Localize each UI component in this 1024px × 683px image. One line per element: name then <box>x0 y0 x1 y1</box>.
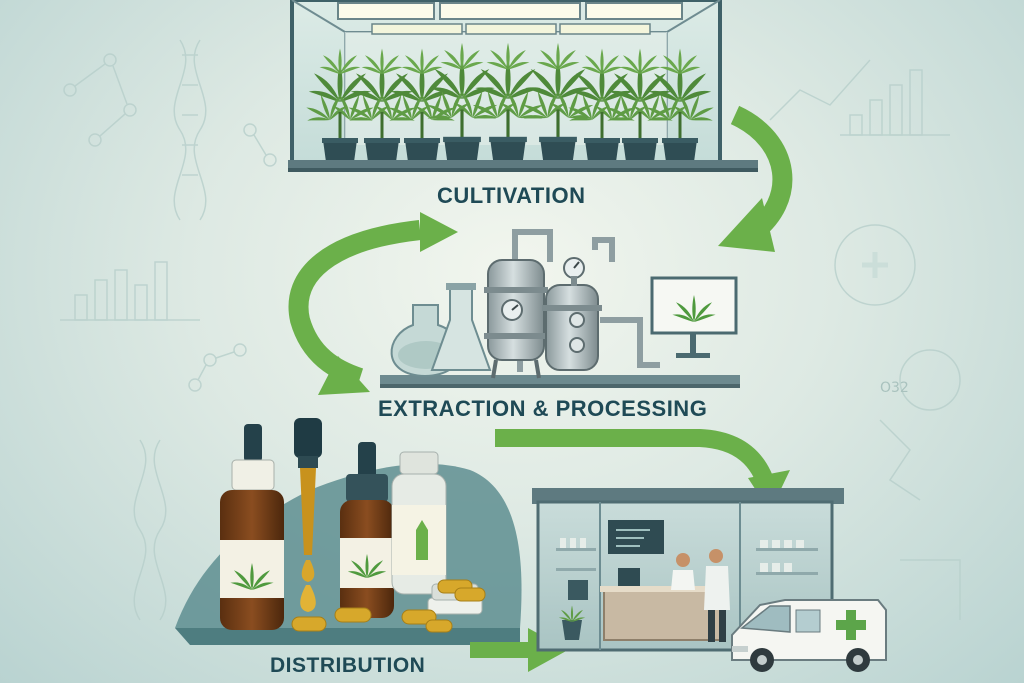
potted-plant <box>558 605 586 640</box>
tincture-bottle-large <box>220 424 284 630</box>
arrow-loop-left <box>288 212 458 395</box>
tincture-bottle-medium <box>340 442 394 618</box>
dropper <box>294 418 322 612</box>
background-decorations <box>60 39 961 621</box>
arrow-to-extraction <box>718 105 793 252</box>
products-display <box>175 418 522 645</box>
dna-helix-icon <box>133 439 167 621</box>
steel-tank-large <box>484 259 548 379</box>
pipes <box>512 229 660 372</box>
background-code-text: O32 <box>880 380 909 396</box>
flask-right <box>430 283 492 371</box>
bar-chart-icon <box>60 59 950 321</box>
customer <box>704 549 730 642</box>
molecule-icon <box>879 349 961 620</box>
molecule-icon <box>63 53 277 392</box>
softgel-capsules <box>291 579 486 633</box>
grow-lights <box>337 2 683 35</box>
stage-label-distribution: DISTRIBUTION <box>270 654 426 677</box>
steel-tank-small <box>542 257 602 371</box>
greenhouse <box>288 0 758 172</box>
monitor-display <box>650 276 738 358</box>
medical-cross-icon <box>836 610 866 640</box>
stage-label-extraction: EXTRACTION & PROCESSING <box>378 396 708 421</box>
pharmacist <box>671 553 695 590</box>
dna-helix-icon <box>173 39 207 221</box>
medical-cross-icon <box>834 224 916 306</box>
extraction-lab <box>380 229 740 388</box>
stage-label-cultivation: CULTIVATION <box>437 183 586 208</box>
delivery-van-icon <box>731 599 887 672</box>
white-bottle <box>391 451 447 595</box>
